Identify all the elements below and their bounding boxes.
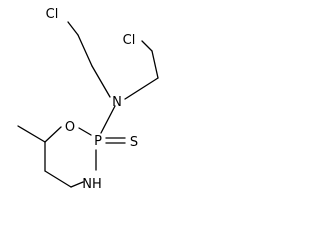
bond-c-c-ring-bottom — [44, 170, 72, 188]
bond-c-c-left — [77, 34, 93, 67]
bond-c-nh — [70, 181, 84, 188]
bond-c-n-right — [124, 77, 159, 100]
bond-c-n-left — [91, 65, 111, 98]
atom-n-amine: N — [112, 95, 122, 110]
atom-cl-left: Cl — [46, 7, 59, 22]
atom-cl-right: Cl — [123, 33, 136, 48]
bond-cl-right-c — [141, 40, 153, 52]
atom-s-thione: S — [130, 135, 138, 150]
chemical-structure: Cl Cl N O P S NH — [17, 7, 159, 192]
bond-lines — [17, 21, 159, 188]
bond-c-c-right — [151, 50, 159, 79]
atom-o-ring: O — [65, 120, 75, 135]
atom-p-center: P — [94, 134, 102, 149]
bond-o-c — [44, 126, 62, 143]
bond-p-o — [78, 127, 92, 136]
bond-methyl — [17, 125, 46, 143]
atom-labels: Cl Cl N O P S NH — [46, 7, 138, 192]
bond-n-p — [100, 105, 116, 134]
bond-cl-left-c — [67, 21, 79, 36]
atom-nh-ring: NH — [82, 177, 102, 192]
